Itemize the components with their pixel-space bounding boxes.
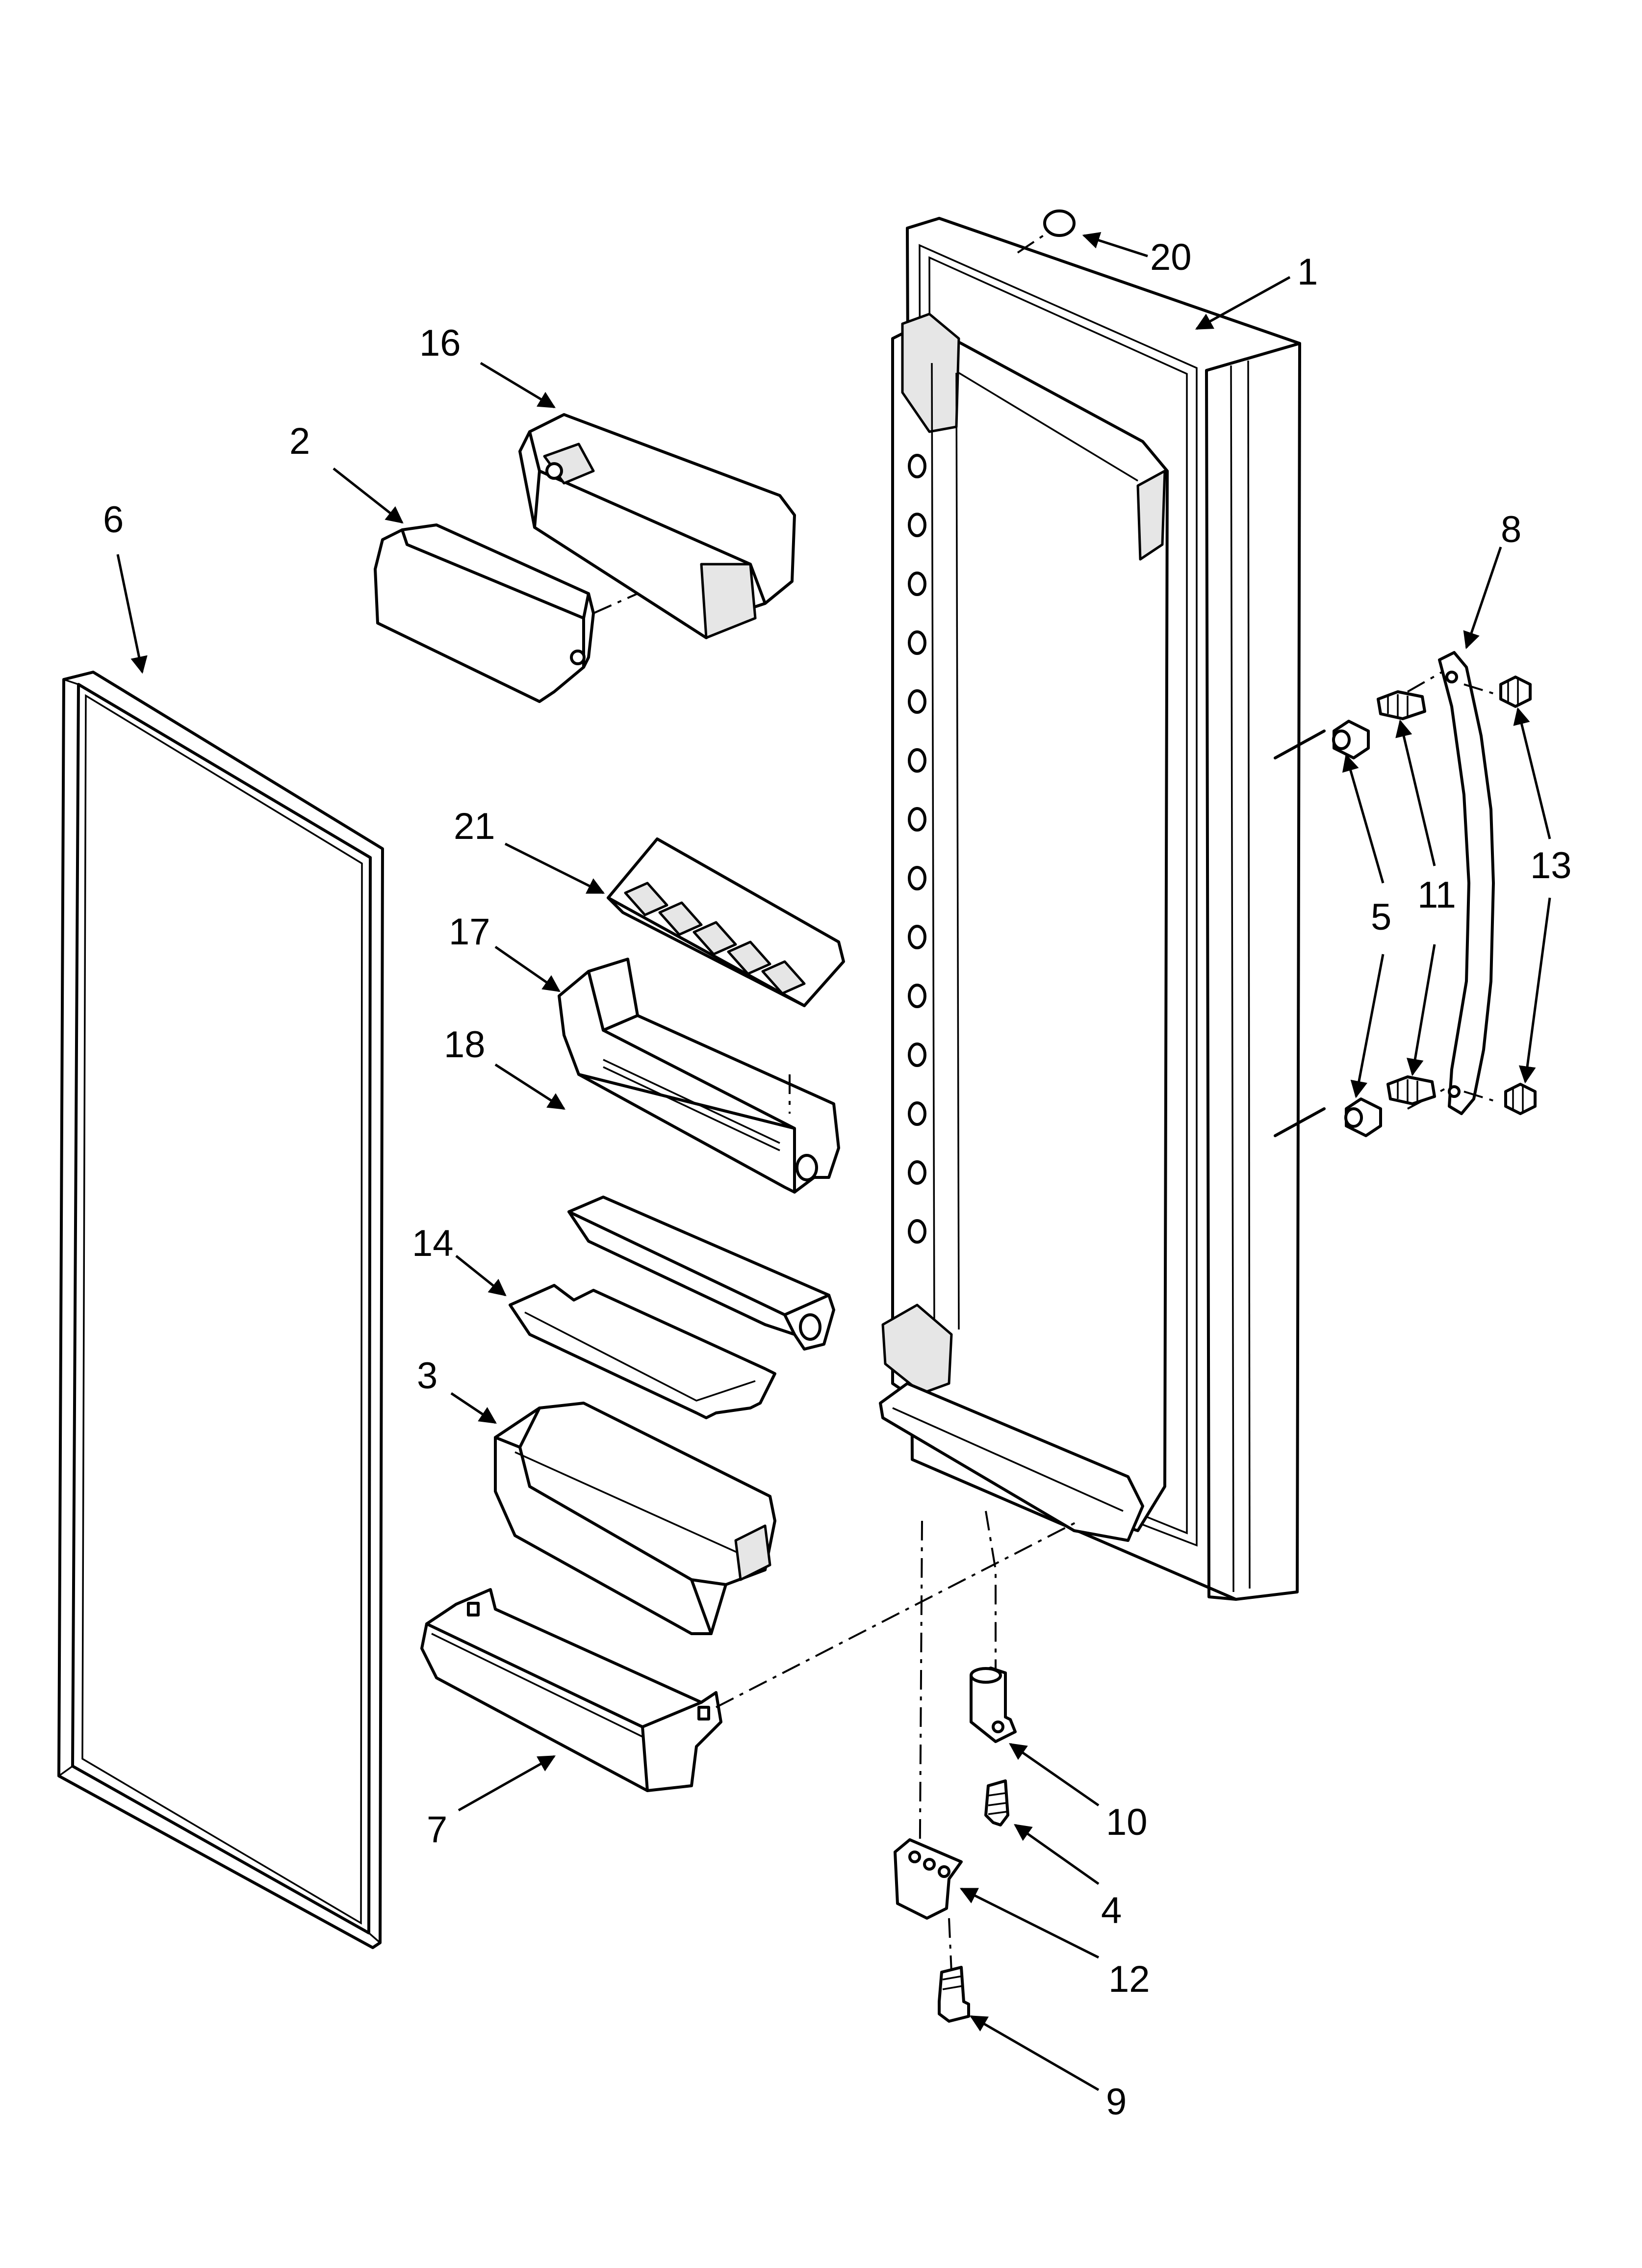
- callout-5: 5: [1371, 896, 1391, 938]
- door-bin: [494, 1402, 776, 1635]
- leader-13a: [1513, 707, 1551, 839]
- bottom-bin: [420, 1520, 1079, 1792]
- callout-14: 14: [412, 1223, 454, 1264]
- hinge-bracket-screw: [938, 1918, 970, 2023]
- leader-9b: [1407, 944, 1436, 1076]
- door-gasket: [57, 671, 384, 1949]
- leader-9a: [1395, 719, 1436, 866]
- callout-21: 21: [454, 806, 495, 847]
- callout-13: 13: [1530, 845, 1572, 886]
- callout-10: 10: [1106, 1801, 1148, 1843]
- hinge-bracket: [894, 1520, 963, 1920]
- leader-20: [1082, 232, 1148, 258]
- leader-10: [1009, 1743, 1100, 1807]
- callout-12: 12: [1108, 1958, 1150, 2000]
- hinge-screw: [984, 1779, 1009, 1826]
- bottom-hinge: [970, 1511, 1017, 1743]
- egg-tray: [607, 837, 845, 1007]
- handle-screw-top: [1377, 690, 1426, 720]
- callout-2: 2: [289, 420, 310, 462]
- leader-16: [480, 362, 556, 409]
- dairy-compartment: [518, 413, 796, 639]
- leader-11: [969, 2015, 1100, 2091]
- callout-16: 16: [419, 322, 461, 364]
- bin-shelf: [509, 1284, 776, 1419]
- callout-17: 17: [449, 911, 490, 953]
- leader-8: [1463, 547, 1502, 650]
- leader-6: [116, 554, 148, 674]
- leader-2: [333, 468, 404, 524]
- leader-5a: [1342, 754, 1385, 884]
- callout-18: 18: [444, 1024, 486, 1066]
- handle-spacer-bottom: [1344, 1097, 1382, 1137]
- egg-bin: [558, 958, 840, 1194]
- shelf-boss-column: [908, 454, 926, 1244]
- leader-5b: [1350, 954, 1385, 1098]
- callout-20: 20: [1150, 236, 1192, 278]
- leader-1: [1195, 276, 1291, 330]
- callout-11: 9: [1106, 2081, 1127, 2123]
- callout-8: 8: [1501, 509, 1521, 550]
- leader-lines: [116, 232, 1551, 2091]
- bin-trim: [567, 1196, 835, 1351]
- shelf-cover: [374, 523, 638, 703]
- handle-screw-bottom: [1386, 1075, 1436, 1105]
- callout-7: 7: [427, 1809, 447, 1851]
- leader-3: [450, 1392, 497, 1424]
- callout-6: 6: [103, 499, 124, 541]
- hole-plug: [1017, 209, 1076, 254]
- leader-18: [494, 1063, 565, 1110]
- callout-1: 1: [1297, 251, 1318, 293]
- callout-9: 11: [1417, 874, 1456, 916]
- callout-4: 4: [1101, 1890, 1122, 1931]
- leader-17: [494, 945, 561, 992]
- leader-21: [504, 842, 605, 894]
- set-screw-bottom: [1504, 1083, 1537, 1115]
- callout-labels: 20 1 16 2 6 21 17 18 14 3 7 8 5 11 13 10…: [103, 236, 1572, 2123]
- leader-12: [959, 1887, 1100, 1959]
- leader-4: [1014, 1824, 1100, 1885]
- set-screw-top: [1499, 676, 1532, 708]
- leader-7: [458, 1755, 556, 1812]
- leader-13b: [1518, 897, 1551, 1084]
- door: [879, 217, 1301, 1601]
- door-handle: [1274, 651, 1496, 1137]
- callout-3: 3: [417, 1355, 437, 1397]
- leader-14: [455, 1255, 507, 1297]
- handle-spacer-top: [1332, 720, 1370, 759]
